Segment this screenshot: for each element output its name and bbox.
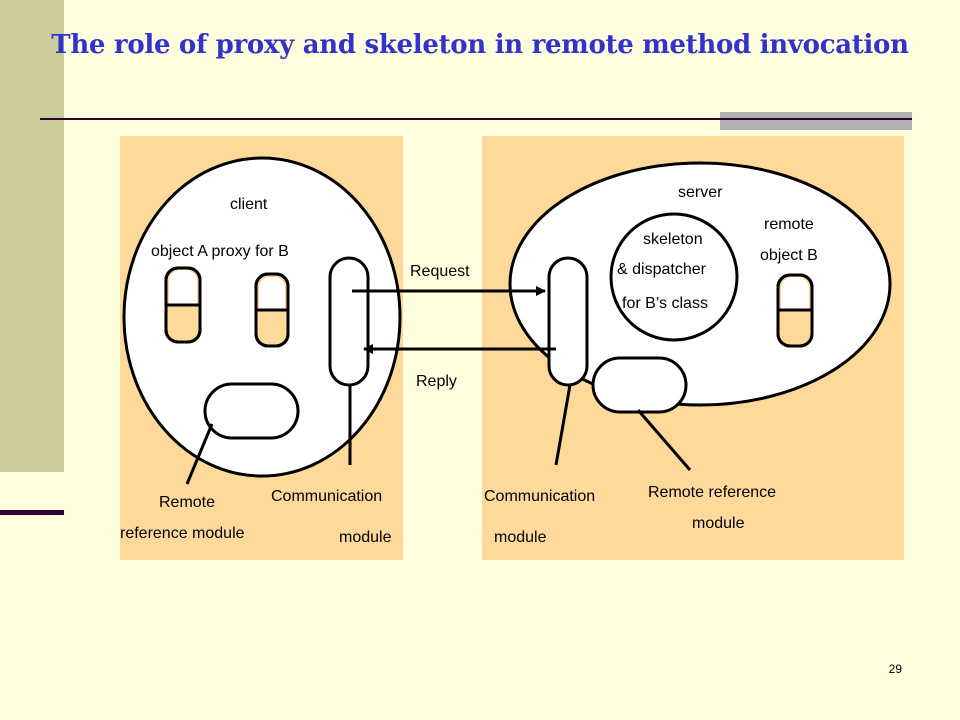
proxy-for-b	[254, 272, 290, 348]
client-objects-label: object A proxy for B	[151, 243, 289, 260]
object-a	[164, 266, 202, 344]
left-accent-bar	[0, 0, 64, 472]
skeleton-label-3: for B’s class	[622, 295, 708, 312]
remote-object-label-1: remote	[764, 216, 814, 233]
remote-object-b	[776, 273, 814, 348]
skeleton-label-1: skeleton	[643, 231, 703, 248]
client-label: client	[230, 196, 268, 213]
server-communication-module	[547, 256, 589, 387]
client-remote-reference-module	[203, 382, 300, 440]
client-communication-module	[328, 256, 370, 387]
server-comm-pointer	[554, 384, 572, 466]
skeleton-label-2: & dispatcher	[617, 261, 707, 278]
request-label: Request	[410, 263, 470, 280]
server-remote-ref-label-1: Remote reference	[648, 484, 776, 501]
left-accent-dash	[0, 510, 64, 515]
server-comm-label-2: module	[494, 529, 547, 546]
skeleton-dispatcher	[609, 212, 739, 342]
client-remote-ref-label-1: Remote	[159, 494, 215, 511]
remote-object-label-2: object B	[760, 247, 818, 264]
page-number: 29	[888, 662, 902, 676]
client-remote-ref-pointer	[185, 423, 214, 485]
title-underline	[40, 118, 912, 120]
server-comm-label-1: Communication	[484, 488, 595, 505]
client-comm-label-1: Communication	[271, 488, 382, 505]
server-remote-ref-label-2: module	[692, 515, 745, 532]
reply-label: Reply	[416, 373, 457, 390]
slide-title: The role of proxy and skeleton in remote…	[51, 30, 909, 60]
server-label: server	[678, 184, 723, 201]
client-remote-ref-label-2: reference module	[120, 525, 245, 542]
server-remote-reference-module	[591, 356, 688, 414]
server-remote-ref-pointer	[636, 409, 692, 471]
title-underline-accent	[720, 112, 912, 130]
client-comm-label-2: module	[339, 529, 392, 546]
